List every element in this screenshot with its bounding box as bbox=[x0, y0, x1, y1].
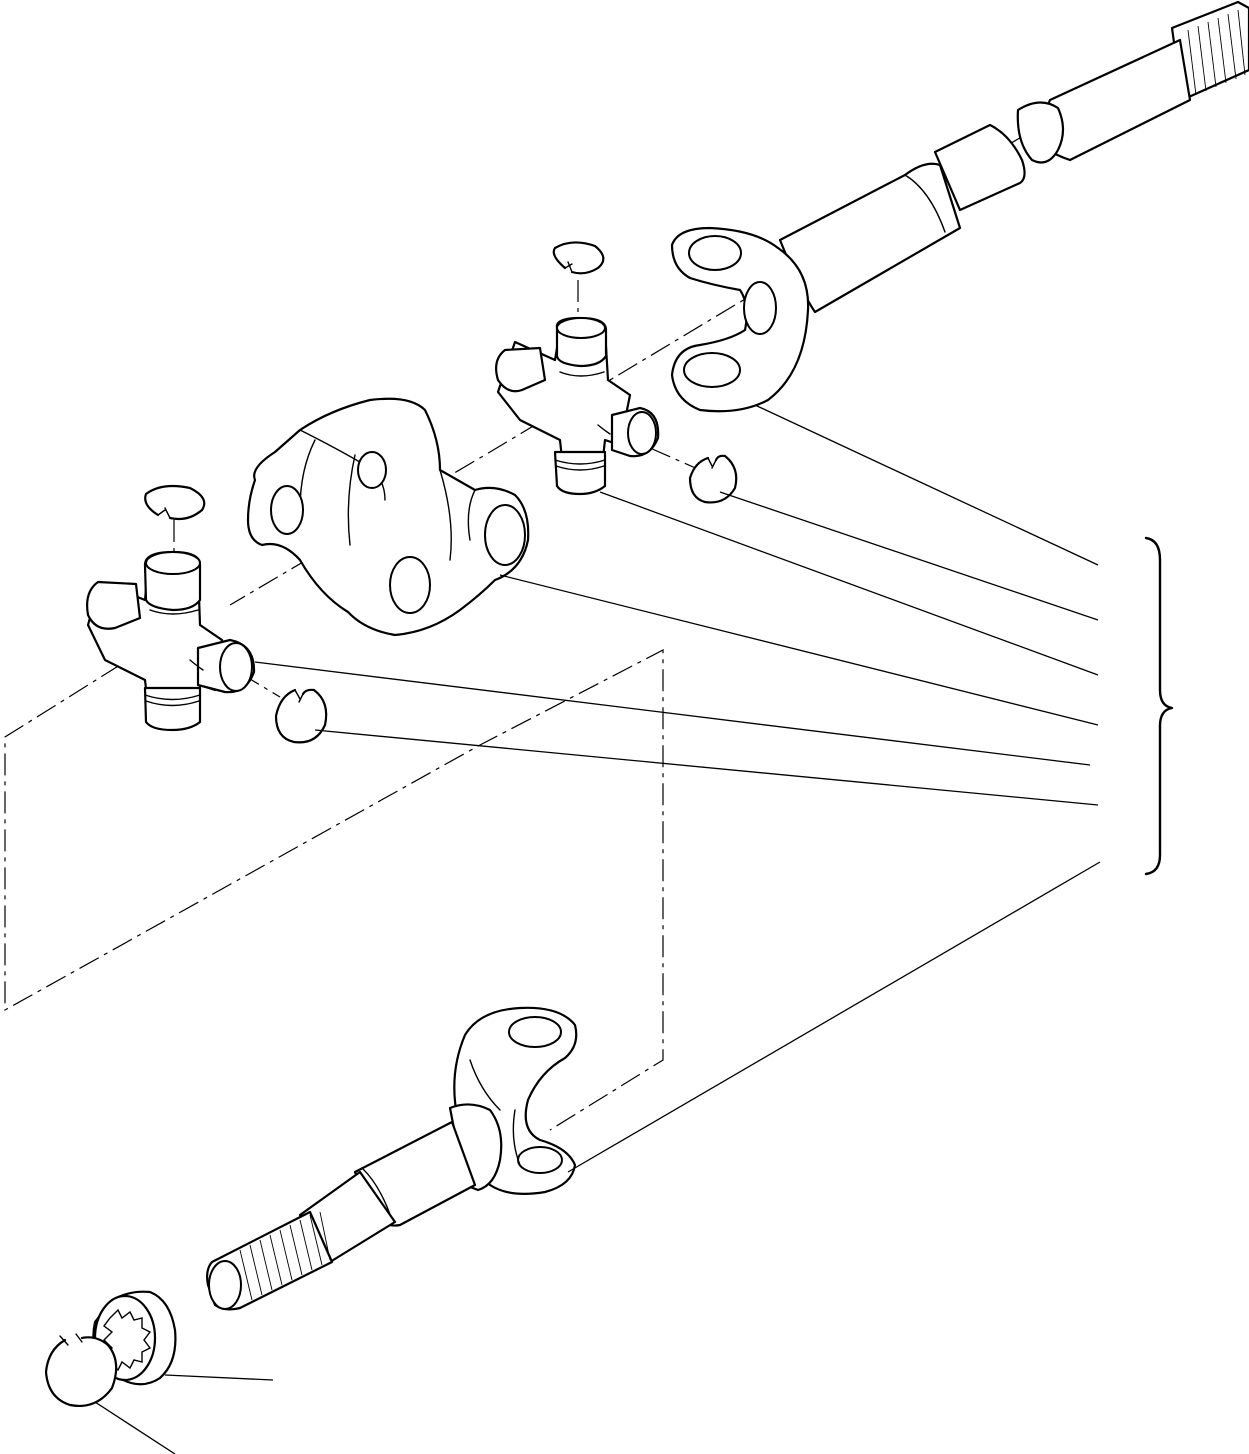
leader-double-yoke bbox=[499, 574, 1099, 726]
leader-outer-axle-shaft bbox=[754, 404, 1099, 566]
double-yoke-hole-left bbox=[270, 485, 304, 535]
axis-line-lower-loop bbox=[4, 649, 664, 1131]
double-yoke-center bbox=[246, 397, 530, 637]
leader-cross-upper bbox=[599, 491, 1099, 676]
retaining-snap-ring-body bbox=[44, 1336, 118, 1407]
inner-yoke-hole-top bbox=[508, 1016, 562, 1048]
double-yoke-hole-right bbox=[484, 504, 526, 566]
circlip-upper-ring bbox=[552, 241, 605, 275]
upper-cross-cap-left bbox=[495, 346, 547, 393]
circlip-lower-side-ring bbox=[274, 688, 328, 744]
circlip-lower-side bbox=[274, 688, 328, 744]
double-yoke-body bbox=[246, 397, 530, 637]
leader-lines bbox=[94, 404, 1101, 1454]
universal-joint-cross-lower bbox=[86, 550, 256, 732]
lower-cross-cap-bottom bbox=[143, 686, 202, 732]
double-yoke-hole-bottom bbox=[389, 556, 431, 614]
circlip-upper bbox=[552, 241, 605, 275]
circlip-lower bbox=[144, 484, 206, 521]
retaining-snap-ring bbox=[44, 1333, 118, 1407]
circlip-lower-ring bbox=[144, 484, 206, 521]
inner-yoke-hole-bottom bbox=[517, 1146, 563, 1174]
leader-inner-axle-shaft bbox=[567, 861, 1101, 1173]
leader-circlip-lower-side bbox=[314, 729, 1099, 806]
outer-axle-shaft bbox=[670, 0, 1249, 413]
inner-shaft-end-face bbox=[208, 1260, 242, 1310]
outer-shaft-spline-marks bbox=[1187, 9, 1246, 96]
outer-shaft-break-right bbox=[1016, 101, 1065, 164]
leader-retaining-snap-ring bbox=[94, 1401, 176, 1454]
upper-cross-cap-bottom bbox=[553, 450, 607, 496]
inner-axle-shaft bbox=[206, 1006, 578, 1311]
outer-yoke-hole-top bbox=[688, 235, 742, 271]
double-yoke-hole-inner bbox=[357, 451, 387, 489]
inner-shaft-spline-marks bbox=[239, 1211, 331, 1301]
outer-yoke-inner-bore bbox=[743, 281, 777, 335]
lower-cross-cap-left bbox=[86, 580, 142, 630]
leader-circlip-upper-side bbox=[719, 491, 1099, 621]
outer-yoke-hole-bottom bbox=[683, 352, 741, 388]
leader-bearing-ring bbox=[164, 1374, 274, 1381]
circlip-upper-side-ring bbox=[688, 454, 738, 504]
assembly-group-brace-icon bbox=[1144, 536, 1174, 876]
outer-shaft-break-left bbox=[933, 123, 1026, 212]
universal-joint-cross-upper bbox=[495, 316, 660, 496]
circlip-upper-side bbox=[688, 454, 738, 504]
axis-line-side-upper bbox=[649, 447, 701, 471]
leader-cross-lower bbox=[254, 661, 1091, 766]
